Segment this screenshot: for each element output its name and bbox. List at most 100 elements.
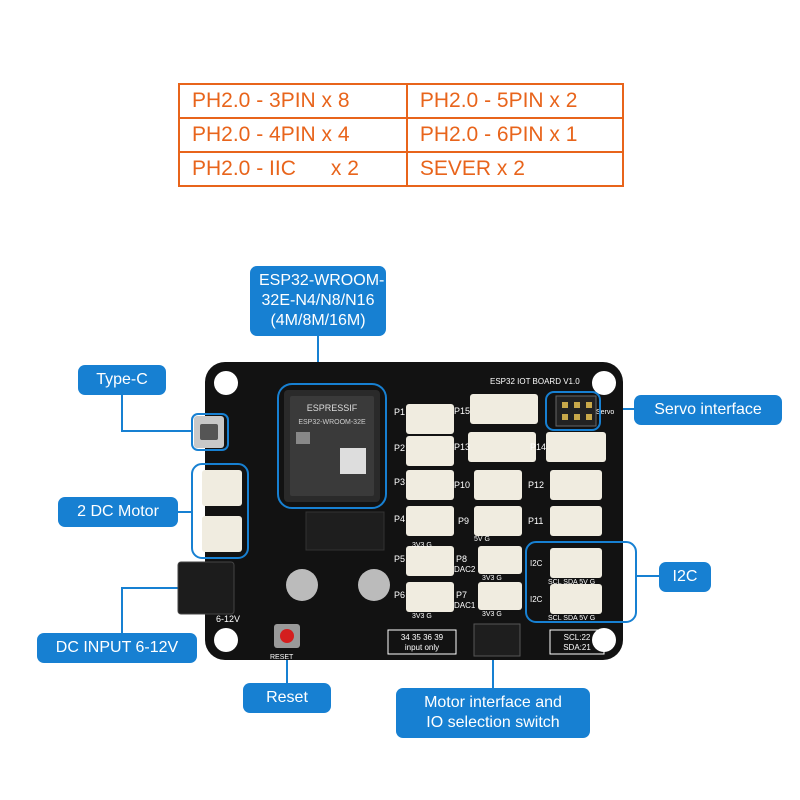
label-p6: P6 (394, 590, 405, 600)
table-cell: PH2.0 - 5PIN x 2 (405, 83, 625, 119)
esp32-line-1: ESP32-WROOM- (259, 272, 385, 289)
label-voltage: 6-12V (216, 614, 240, 624)
table-cell: PH2.0 - 4PIN x 4 (178, 117, 408, 153)
label-p5: P5 (394, 554, 405, 564)
label-p4: P4 (394, 514, 405, 524)
label-3v3-p7: 3V3 G (482, 611, 502, 618)
type-c-callout: Type-C (78, 365, 166, 395)
servo-highlight (545, 391, 601, 431)
connector-p15 (470, 394, 538, 424)
connector-p2 (406, 436, 454, 466)
connector-p9 (474, 506, 522, 536)
label-sda: SDA:21 (563, 643, 591, 652)
connector-p11 (550, 506, 602, 536)
label-p12: P12 (528, 480, 544, 490)
dc-input-leader-line (121, 587, 178, 644)
connector-p3 (406, 470, 454, 500)
table-cell: SEVER x 2 (405, 151, 625, 187)
dc-input-callout: DC INPUT 6-12V (37, 633, 197, 663)
label-3v3-p5: 3V3 G (412, 542, 432, 549)
type-c-leader-line (121, 392, 192, 432)
label-i2c-1: I2C (530, 559, 543, 568)
label-5v-p9: 5V G (474, 536, 490, 543)
module-model: ESP32-WROOM-32E (298, 419, 366, 426)
qr-code (340, 448, 366, 474)
label-p10: P10 (454, 480, 470, 490)
type-c-highlight (191, 413, 229, 451)
motor-io-line-2: IO selection switch (426, 714, 560, 731)
mount-hole (214, 628, 238, 652)
connector-p1 (406, 404, 454, 434)
i2c-callout: I2C (659, 562, 711, 592)
connector-p10 (474, 470, 522, 500)
connector-spec-table: PH2.0 - 3PIN x 8 PH2.0 - 5PIN x 2 PH2.0 … (178, 83, 625, 187)
connector-p12 (550, 470, 602, 500)
capacitor (286, 569, 318, 601)
reset-button-cap (280, 629, 294, 643)
label-p11: P11 (528, 516, 543, 526)
motor-io-callout: Motor interface and IO selection switch (396, 688, 590, 738)
connector-column-c (546, 432, 606, 614)
connector-i2c-2 (550, 584, 602, 614)
motor-connector (202, 516, 242, 552)
label-dac2: DAC2 (454, 565, 476, 574)
dc-jack (177, 561, 235, 615)
label-scl: SCL:22 (564, 633, 591, 642)
servo-header (555, 395, 597, 427)
reset-callout: Reset (243, 683, 331, 713)
table-cell: PH2.0 - IIC x 2 (178, 151, 408, 187)
connector-i2c-1 (550, 548, 602, 578)
driver-chip (305, 511, 385, 551)
label-servo: Servo (596, 409, 614, 416)
label-input-only: input only (405, 643, 439, 652)
dip-switch (473, 623, 521, 657)
table-cell: PH2.0 - 3PIN x 8 (178, 83, 408, 119)
table-cell: PH2.0 - 6PIN x 1 (405, 117, 625, 153)
esp32-line-2: 32E-N4/N8/N16 (261, 292, 375, 309)
label-reset: RESET (270, 654, 294, 661)
table-row: PH2.0 - 4PIN x 4 PH2.0 - 6PIN x 1 (178, 117, 625, 153)
esp32-highlight (277, 383, 387, 509)
label-i2c-pins-1: SCL SDA 5V G (548, 579, 595, 586)
motor-io-line-1: Motor interface and (424, 694, 562, 711)
label-3v3-p8: 3V3 G (482, 575, 502, 582)
connector-column-b (468, 394, 538, 610)
label-i2c-pins-2: SCL SDA 5V G (548, 615, 595, 622)
esp32-callout: ESP32-WROOM- 32E-N4/N8/N16 (4M/8M/16M) (250, 266, 386, 336)
label-p2: P2 (394, 443, 405, 453)
module-brand: ESPRESSIF (307, 403, 358, 413)
pin-info-box (387, 629, 457, 655)
connector-p4 (406, 506, 454, 536)
mount-hole (214, 371, 238, 395)
label-p8: P8 (456, 554, 467, 564)
label-p3: P3 (394, 477, 405, 487)
mount-hole (592, 371, 616, 395)
label-pin-info: 34 35 36 39 (401, 633, 444, 642)
label-p13: P13 (454, 442, 470, 452)
capacitor (358, 569, 390, 601)
connector-p8 (478, 546, 522, 574)
module-logo (296, 432, 310, 444)
connector-p6 (406, 582, 454, 612)
label-dac1: DAC1 (454, 601, 476, 610)
i2c-pin-box (549, 629, 605, 655)
label-i2c-2: I2C (530, 595, 543, 604)
dc-motor-callout: 2 DC Motor (58, 497, 178, 527)
label-p15: P15 (454, 406, 470, 416)
connector-p5 (406, 546, 454, 576)
i2c-highlight (525, 541, 637, 623)
connector-p14 (546, 432, 606, 462)
motor-connector (202, 470, 242, 506)
motor-highlight (191, 463, 249, 559)
label-3v3-p6: 3V3 G (412, 613, 432, 620)
connector-column-a (406, 404, 454, 612)
servo-callout: Servo interface (634, 395, 782, 425)
table-row: PH2.0 - IIC x 2 SEVER x 2 (178, 151, 625, 187)
label-p1: P1 (394, 407, 405, 417)
label-p9: P9 (458, 516, 469, 526)
usb-c-opening (200, 424, 218, 440)
connector-p7 (478, 582, 522, 610)
esp32-line-3: (4M/8M/16M) (270, 312, 366, 329)
